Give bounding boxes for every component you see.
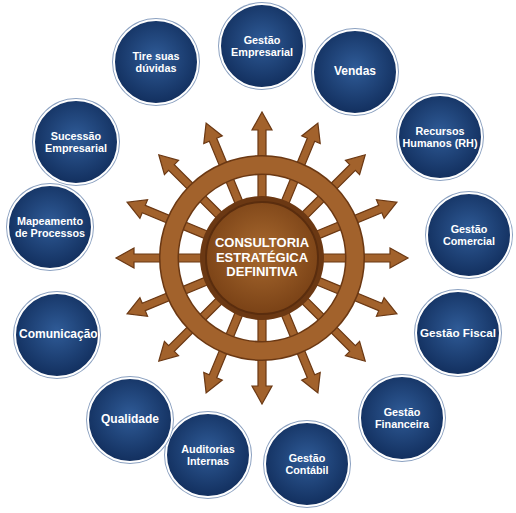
text-wrap: Comunicação xyxy=(19,328,95,342)
hub-title: CONSULTORIA ESTRATÉGICA DEFINITIVA xyxy=(214,236,310,281)
wheel-group xyxy=(116,112,408,404)
topic-label: Recursos Humanos (RH) xyxy=(402,125,478,150)
topic-circle: Gestão Fiscal xyxy=(415,290,501,376)
topic-circle: Gestão Financeira xyxy=(359,375,445,461)
hub-ring xyxy=(200,196,324,320)
text-wrap: Gestão Contábil xyxy=(269,452,345,477)
topic-label: Tire suas dúvidas xyxy=(118,50,194,75)
text-wrap: Gestão Financeira xyxy=(364,406,440,431)
text-wrap: Gestão Empresarial xyxy=(224,34,300,59)
topic-circle: Vendas xyxy=(312,29,398,115)
topic-circle: Mapeamento de Processos xyxy=(7,184,93,270)
text-wrap: Recursos Humanos (RH) xyxy=(402,125,478,150)
topic-circle: Comunicação xyxy=(14,292,100,378)
text-wrap: Sucessão Empresarial xyxy=(38,130,114,155)
text-wrap: CONSULTORIA ESTRATÉGICA DEFINITIVA xyxy=(214,236,310,281)
topic-circle: Auditorias Internas xyxy=(165,412,251,498)
wheel-rim-outline xyxy=(169,165,355,351)
text-wrap: Auditorias Internas xyxy=(170,443,246,468)
topic-circle: Gestão Empresarial xyxy=(219,3,305,89)
topic-circle: Gestão Contábil xyxy=(264,421,350,507)
topic-label: Gestão Contábil xyxy=(269,452,345,477)
topic-label: Comunicação xyxy=(19,328,95,342)
topic-label: Vendas xyxy=(334,65,376,79)
topic-label: Sucessão Empresarial xyxy=(38,130,114,155)
text-wrap: Vendas xyxy=(334,65,376,79)
topic-circle: Recursos Humanos (RH) xyxy=(397,94,483,180)
text-wrap: Gestão Fiscal xyxy=(420,326,496,339)
topic-label: Gestão Comercial xyxy=(431,223,507,248)
topic-circle: Sucessão Empresarial xyxy=(33,99,119,185)
topic-label: Auditorias Internas xyxy=(170,443,246,468)
topic-label: Gestão Fiscal xyxy=(420,326,496,339)
text-wrap: Qualidade xyxy=(101,413,159,427)
topic-label: Gestão Empresarial xyxy=(224,34,300,59)
topic-label: Mapeamento de Processos xyxy=(12,215,88,240)
hub-circle: CONSULTORIA ESTRATÉGICA DEFINITIVA xyxy=(204,200,320,316)
topic-label: Gestão Financeira xyxy=(364,406,440,431)
text-wrap: Tire suas dúvidas xyxy=(118,50,194,75)
text-wrap: Mapeamento de Processos xyxy=(12,215,88,240)
wheel-rim xyxy=(169,165,355,351)
topic-circle: Tire suas dúvidas xyxy=(113,19,199,105)
topic-circle: Qualidade xyxy=(87,377,173,463)
text-wrap: Gestão Comercial xyxy=(431,223,507,248)
topic-circle: Gestão Comercial xyxy=(426,192,512,278)
topic-label: Qualidade xyxy=(101,413,159,427)
